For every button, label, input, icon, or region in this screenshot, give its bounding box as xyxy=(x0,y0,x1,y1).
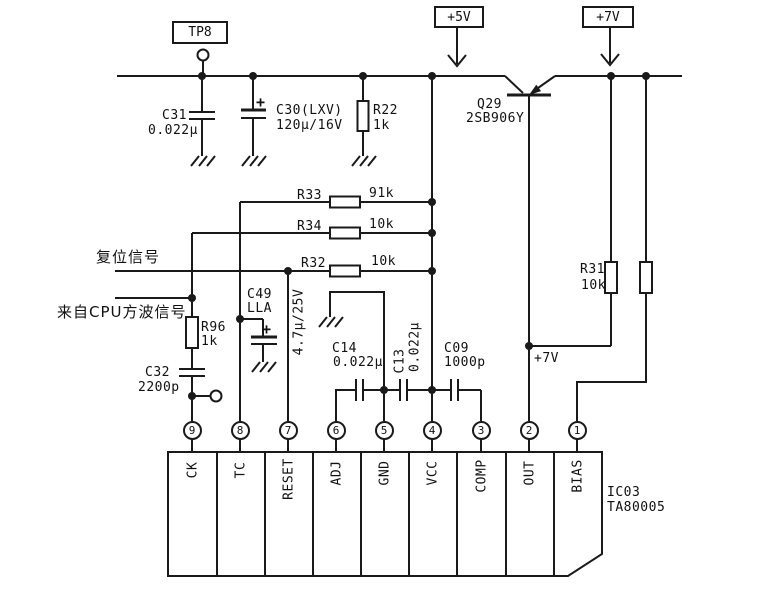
ground-icon xyxy=(318,316,344,328)
r32-resistor xyxy=(115,264,432,278)
r22-ref: R22 xyxy=(373,103,398,118)
c32-ref: C32 xyxy=(145,365,170,380)
c31-value: 0.022μ xyxy=(148,123,198,138)
v7-label: +7V xyxy=(596,10,620,25)
cpu-signal-label: 来自CPU方波信号 xyxy=(57,303,187,321)
pin-8-name: TC xyxy=(233,461,249,479)
pin-1-number: 1 xyxy=(567,420,587,440)
ground-icon xyxy=(351,155,377,167)
pin-6-number: 6 xyxy=(326,420,346,440)
v5-supply-symbol xyxy=(434,6,484,68)
pin-2-name: OUT xyxy=(522,460,538,486)
r32-ref: R32 xyxy=(301,256,326,271)
c49-rating: 4.7μ/25V xyxy=(291,288,307,356)
c49-plus-icon: + xyxy=(262,320,272,338)
q29-value: 2SB906Y xyxy=(466,111,525,126)
c49-capacitor xyxy=(240,318,277,373)
pin-3-number: 3 xyxy=(471,420,491,440)
r22-resistor xyxy=(351,76,377,167)
pin-9-number: 9 xyxy=(182,420,202,440)
r31-value: 10k xyxy=(581,278,606,293)
r33-resistor xyxy=(240,195,432,209)
r33-ref: R33 xyxy=(297,188,322,203)
r34-ref: R34 xyxy=(297,219,322,234)
r31-ref: R31 xyxy=(580,262,605,277)
r96-ref: R96 xyxy=(201,320,226,335)
q29-ref: Q29 xyxy=(477,97,502,112)
pin-9-name: CK xyxy=(185,461,201,479)
c14-ref: C14 xyxy=(332,341,357,356)
ic03-part: TA80005 xyxy=(607,500,666,515)
r32-value: 10k xyxy=(371,254,396,269)
pin-5-name: GND xyxy=(377,460,393,486)
tp8-label: TP8 xyxy=(188,25,212,40)
pin-7-name: RESET xyxy=(281,458,297,500)
c14-value: 0.022μ xyxy=(333,355,383,370)
c49-value: LLA xyxy=(247,301,272,316)
c30-plus-icon: + xyxy=(256,93,266,111)
pin-5-number: 5 xyxy=(374,420,394,440)
r96-resistor xyxy=(185,233,199,369)
junction-dots xyxy=(188,72,650,400)
c09-capacitor xyxy=(432,379,482,421)
tp8-testpoint-symbol xyxy=(172,21,228,76)
ground-icon xyxy=(251,361,277,373)
ic03-ref: IC03 xyxy=(607,485,641,500)
c31-capacitor xyxy=(189,76,216,167)
v5-label: +5V xyxy=(447,10,471,25)
r31-resistor xyxy=(604,76,618,346)
reset-signal-label: 复位信号 xyxy=(96,248,161,266)
r33-value: 91k xyxy=(369,186,394,201)
pin-4-name: VCC xyxy=(425,460,441,486)
c30-capacitor xyxy=(241,76,267,167)
r22-value: 1k xyxy=(373,118,390,133)
pin-7-number: 7 xyxy=(278,420,298,440)
pin-3-name: COMP xyxy=(474,459,490,493)
pin-8-number: 8 xyxy=(230,420,250,440)
bias-resistor xyxy=(576,76,653,421)
c30-ref: C30(LXV) xyxy=(276,103,343,118)
ground-icon xyxy=(241,155,267,167)
pin-6-name: ADJ xyxy=(329,460,345,486)
open-terminal-icon xyxy=(209,389,223,403)
pin-2-number: 2 xyxy=(519,420,539,440)
ic03-block-outline xyxy=(167,451,603,577)
gnd-bracket xyxy=(318,291,385,421)
c13-value: 0.022μ xyxy=(407,322,423,372)
r34-value: 10k xyxy=(369,217,394,232)
pin-4-number: 4 xyxy=(422,420,442,440)
pin-stubs xyxy=(191,439,578,452)
c30-value: 120μ/16V xyxy=(276,118,343,133)
c09-value: 1000p xyxy=(444,355,486,370)
v7-supply-symbol xyxy=(582,6,634,67)
q29-transistor-symbol xyxy=(504,75,556,421)
r34-resistor xyxy=(192,226,432,240)
c32-value: 2200p xyxy=(138,380,180,395)
c49-ref: C49 xyxy=(247,287,272,302)
pin-1-name: BIAS xyxy=(570,459,586,493)
v7-mid-label: +7V xyxy=(534,351,559,366)
c14-capacitor xyxy=(335,379,384,421)
ground-icon xyxy=(190,155,216,167)
c31-ref: C31 xyxy=(162,108,187,123)
emitter-arrow-icon xyxy=(529,84,542,95)
c13-ref: C13 xyxy=(392,348,408,374)
c09-ref: C09 xyxy=(444,341,469,356)
r96-value: 1k xyxy=(201,334,218,349)
c13-capacitor xyxy=(384,379,432,401)
c32-capacitor xyxy=(179,368,223,421)
